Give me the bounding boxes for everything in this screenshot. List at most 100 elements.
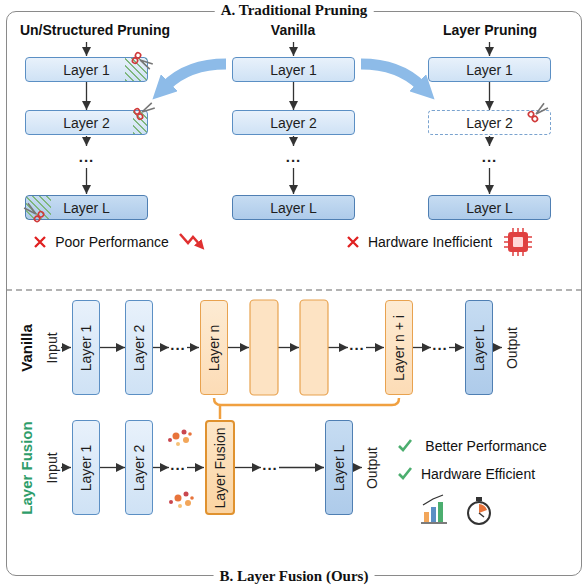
check-mark — [399, 440, 411, 450]
stopwatch-icon — [468, 497, 490, 524]
layer-box: Layer L — [325, 420, 353, 515]
drawback-note: Poor Performance — [55, 234, 169, 251]
flow-arrow — [187, 347, 199, 348]
layer-box: Layer 2 — [125, 300, 153, 395]
layer-box — [300, 300, 328, 395]
connector-arrow — [86, 82, 87, 110]
cross-mark — [348, 237, 358, 247]
panel-divider — [6, 289, 582, 290]
merge-bracket — [214, 398, 399, 405]
ellipsis: ... — [482, 148, 498, 165]
layer-label: Layer 2 — [131, 444, 147, 491]
flow-arrow — [278, 347, 299, 348]
pruned-layer-box: Layer 2 — [428, 110, 551, 135]
layer-box: Layer L — [232, 195, 355, 220]
panel-title: B. Layer Fusion (Ours) — [214, 568, 375, 585]
check-mark — [399, 468, 411, 478]
particle-icon — [168, 430, 194, 509]
ellipsis: ... — [432, 336, 448, 353]
ellipsis: ... — [286, 148, 302, 165]
flow-arrow — [187, 467, 204, 468]
flow-arrow — [235, 467, 261, 468]
chip-icon — [504, 228, 532, 256]
layer-box: Layer 2 — [25, 110, 148, 135]
merge-bracket — [219, 405, 222, 419]
layer-label: Layer 2 — [466, 115, 513, 131]
connector-arrow — [489, 82, 490, 110]
layer-label: Layer 1 — [466, 62, 513, 78]
layer-label: Layer 1 — [78, 444, 94, 491]
flow-arrow — [61, 467, 71, 468]
column-heading: Vanilla — [271, 22, 315, 39]
flow-arrow — [153, 347, 169, 348]
flow-arrow — [489, 136, 490, 146]
io-label: Output — [364, 447, 380, 489]
io-label: Input — [44, 452, 60, 483]
flow-arrow — [153, 467, 169, 468]
layer-box: Layer 2 — [125, 420, 153, 515]
benefit-note: Hardware Efficient — [421, 466, 535, 483]
flow-arrow — [61, 347, 71, 348]
layer-box: Layer L — [465, 300, 493, 395]
flow-arrow — [413, 347, 431, 348]
layer-label: Layer L — [270, 200, 317, 216]
layer-label: Layer n — [206, 324, 222, 371]
layer-box: Layer n — [200, 300, 228, 395]
flow-arrow — [293, 136, 294, 146]
flow-arrow — [86, 42, 87, 56]
layer-label: Layer L — [471, 324, 487, 371]
figure-frame: A. Traditional PruningB. Layer Fusion (O… — [6, 11, 582, 576]
flow-arrow — [353, 467, 362, 468]
row-heading: Vanilla — [18, 324, 35, 372]
row-heading: Layer Fusion — [18, 421, 35, 514]
layer-label: Layer L — [63, 200, 110, 216]
layer-label: Layer 1 — [63, 62, 110, 78]
drawback-note: Hardware Inefficient — [368, 234, 492, 251]
layer-label: Layer L — [331, 444, 347, 491]
layer-label: Layer 2 — [270, 115, 317, 131]
layer-label: Layer n + i — [391, 315, 407, 381]
flow-arrow — [279, 467, 324, 468]
ellipsis: ... — [349, 336, 365, 353]
connector-arrow — [293, 82, 294, 110]
layer-label: Layer 2 — [131, 324, 147, 371]
ellipsis: ... — [170, 456, 186, 473]
io-label: Output — [504, 327, 520, 369]
trend-down-icon — [180, 234, 201, 246]
column-heading: Un/Structured Pruning — [20, 22, 170, 39]
layer-label: Layer 1 — [78, 324, 94, 371]
ellipsis: ... — [262, 456, 278, 473]
flow-arrow — [293, 168, 294, 194]
layer-box: Layer 1 — [428, 57, 551, 82]
flow-arrow — [489, 42, 490, 56]
layer-label: Layer Fusion — [212, 427, 228, 508]
layer-box: Layer L — [428, 195, 551, 220]
flow-arrow — [86, 168, 87, 194]
panel-title: A. Traditional Pruning — [215, 2, 374, 19]
flow-arrow — [366, 347, 384, 348]
cross-mark — [35, 237, 45, 247]
flow-arrow — [493, 347, 502, 348]
flow-arrow — [228, 347, 249, 348]
layer-label: Layer 1 — [270, 62, 317, 78]
layer-label: Layer L — [466, 200, 513, 216]
layer-box: Layer 1 — [72, 300, 100, 395]
flow-arrow — [449, 347, 464, 348]
flow-arrow — [489, 168, 490, 194]
transform-arrow — [166, 64, 226, 86]
flow-arrow — [293, 42, 294, 56]
layer-box: Layer 1 — [25, 57, 148, 82]
layer-box: Layer 1 — [72, 420, 100, 515]
flow-arrow — [328, 347, 348, 348]
benefit-note: Better Performance — [425, 438, 546, 455]
connector-arrow — [100, 467, 125, 468]
connector-arrow — [100, 347, 125, 348]
layer-box: Layer 2 — [232, 110, 355, 135]
fusion-layer-box: Layer Fusion — [205, 420, 235, 515]
column-heading: Layer Pruning — [443, 22, 537, 39]
layer-box: Layer 1 — [232, 57, 355, 82]
layer-box: Layer L — [25, 195, 148, 220]
layer-box — [250, 300, 278, 395]
io-label: Input — [44, 332, 60, 363]
ellipsis: ... — [79, 148, 95, 165]
